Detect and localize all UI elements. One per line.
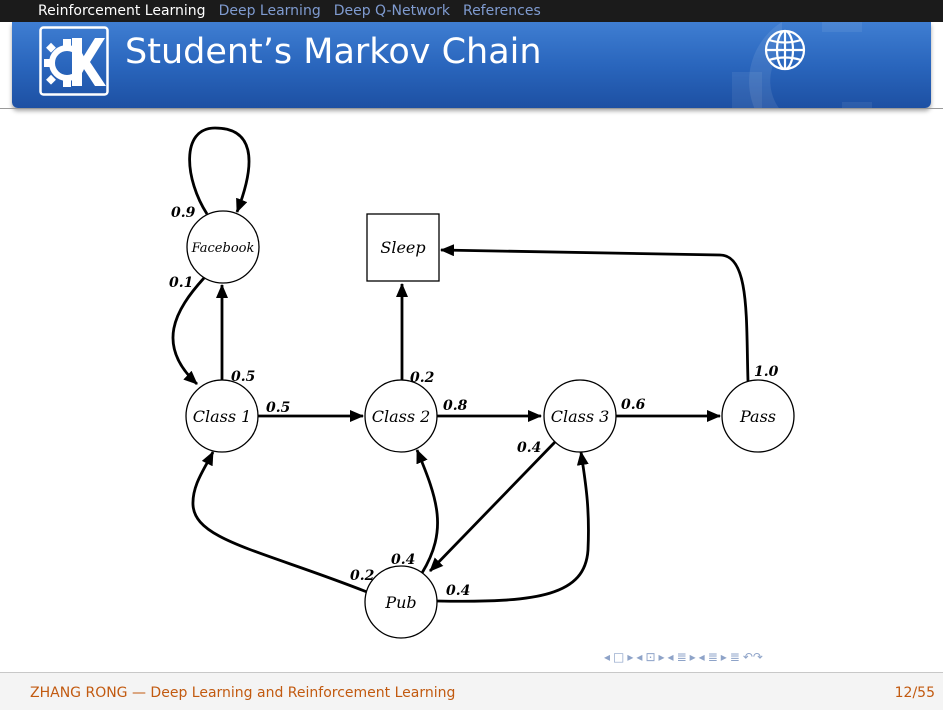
nav-search-back-forward-icon[interactable]: ↶↷: [742, 650, 763, 664]
edge-facebook-self: [188, 126, 251, 215]
nav-next-frame-icon[interactable]: ▸: [627, 650, 634, 664]
gear-watermark-icon: [732, 22, 872, 108]
node-pub: [364, 565, 438, 639]
nav-references[interactable]: References: [462, 3, 541, 19]
node-pass-label: Pass: [739, 407, 776, 426]
nav-prev-subsection-icon[interactable]: ◂: [667, 650, 674, 664]
title-bar: Student’s Markov Chain: [12, 22, 931, 108]
edge-label-pass-sleep: 1.0: [754, 364, 779, 380]
nav-subsection-icon[interactable]: ≣: [676, 650, 687, 664]
nav-next-slide-icon[interactable]: ▸: [658, 650, 665, 664]
node-class2-label: Class 2: [372, 407, 431, 426]
node-pass: [721, 379, 795, 453]
node-sleep-label: Sleep: [380, 238, 425, 257]
edge-label-class2-class3: 0.8: [443, 398, 468, 414]
nav-next-section-icon[interactable]: ▸: [720, 650, 727, 664]
globe-icon: [764, 29, 806, 71]
node-sleep: [366, 213, 440, 282]
page-number: 12/55: [894, 685, 935, 701]
edge-label-pub-class3: 0.4: [446, 583, 470, 599]
section-nav-bar: Reinforcement Learning Deep Learning Dee…: [0, 0, 943, 22]
nav-frame-icon[interactable]: □: [613, 650, 625, 664]
nav-section-icon[interactable]: ≣: [707, 650, 718, 664]
kde-logo-icon: [39, 26, 109, 96]
nav-deep-q-network[interactable]: Deep Q-Network: [333, 3, 450, 19]
node-class1: [185, 379, 259, 453]
node-class2: [364, 379, 438, 453]
nav-prev-section-icon[interactable]: ◂: [698, 650, 705, 664]
edge-label-facebook-class1: 0.1: [169, 275, 193, 291]
nav-prev-slide-icon[interactable]: ◂: [636, 650, 643, 664]
nav-prev-frame-icon[interactable]: ◂: [604, 650, 611, 664]
edge-pub-class3: [436, 451, 590, 603]
nav-next-subsection-icon[interactable]: ▸: [689, 650, 696, 664]
edge-facebook-class1: [171, 277, 206, 386]
edge-pass-sleep: [440, 244, 750, 382]
beamer-navigation: ◂ □ ▸ ◂ ⊡ ▸ ◂ ≣ ▸ ◂ ≣ ▸ ≣ ↶↷: [604, 650, 763, 664]
nav-deep-learning[interactable]: Deep Learning: [218, 3, 321, 19]
nav-document-icon[interactable]: ≣: [729, 650, 740, 664]
node-class3-label: Class 3: [551, 407, 610, 426]
edge-label-class1-class2: 0.5: [266, 400, 290, 416]
footer-divider: [0, 672, 943, 673]
edge-label-pub-class2: 0.4: [391, 552, 415, 568]
edge-class3-pub: [428, 441, 557, 572]
node-pub-label: Pub: [384, 593, 416, 612]
node-class1-label: Class 1: [193, 407, 252, 426]
edge-pub-class1: [191, 451, 368, 594]
header-divider: [0, 108, 943, 109]
node-facebook-label: Facebook: [191, 241, 255, 256]
nav-reinforcement-learning[interactable]: Reinforcement Learning: [38, 3, 206, 19]
node-class3: [543, 379, 617, 453]
edge-label-class3-pub: 0.4: [517, 440, 541, 456]
edge-label-class1-facebook: 0.5: [231, 369, 255, 385]
edge-label-pub-class1: 0.2: [350, 568, 375, 584]
slide-title: Student’s Markov Chain: [125, 32, 542, 72]
footer-author-title: ZHANG RONG — Deep Learning and Reinforce…: [30, 685, 456, 701]
nav-slide-icon[interactable]: ⊡: [645, 650, 656, 664]
edge-label-class2-sleep: 0.2: [410, 370, 435, 386]
edge-label-class3-pass: 0.6: [621, 397, 646, 413]
section-nav: Reinforcement Learning Deep Learning Dee…: [38, 3, 541, 19]
edge-label-facebook-self: 0.9: [171, 205, 196, 221]
edge-pub-class2: [415, 449, 439, 574]
node-facebook: [186, 210, 260, 284]
footer: ZHANG RONG — Deep Learning and Reinforce…: [0, 673, 943, 710]
